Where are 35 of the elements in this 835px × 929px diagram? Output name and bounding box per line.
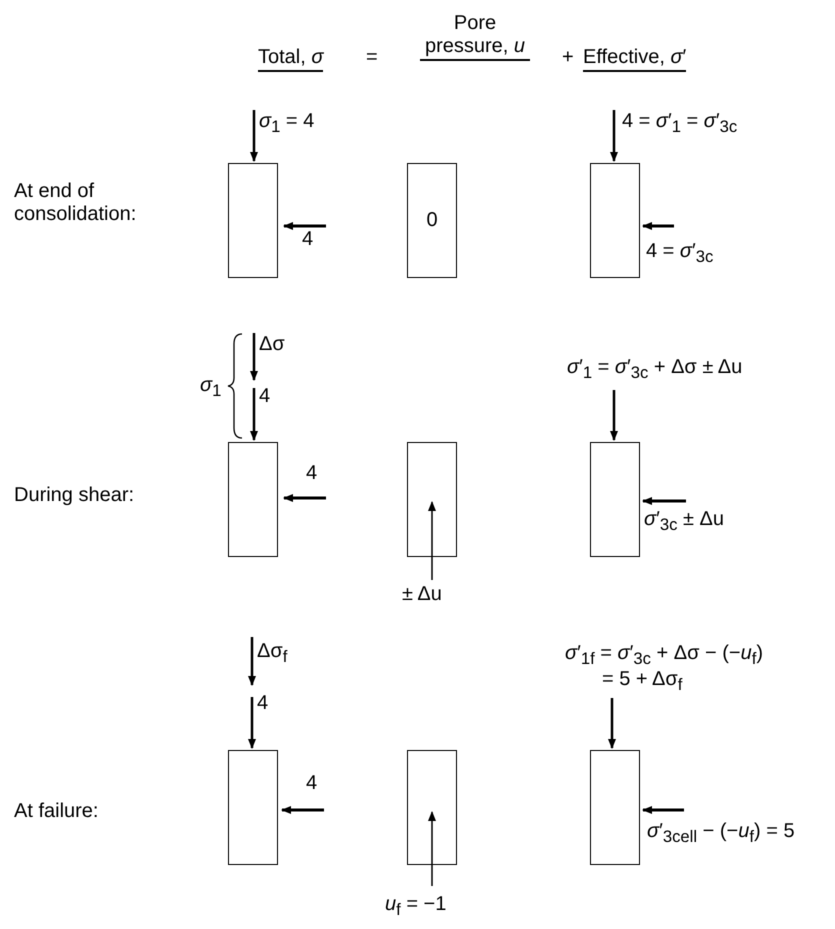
- force-label: σ′$_{3cell}$ − (−u$_{f}$) = 5: [647, 820, 795, 846]
- force-label: 4: [259, 385, 270, 408]
- row-label: At failure:: [14, 800, 98, 823]
- specimen-box: [228, 442, 278, 557]
- specimen-box: [228, 163, 278, 278]
- force-label: 4 = σ′$_{1}$ = σ′$_{3c}$: [622, 110, 738, 136]
- force-label: 4: [306, 772, 318, 795]
- force-label: σ$_{1}$ = 4: [259, 110, 314, 136]
- force-label: 4: [306, 462, 318, 485]
- force-label: σ′$_{3c}$ ± Δu: [644, 508, 724, 534]
- column-heading: Total, σ: [258, 46, 324, 72]
- specimen-box: [590, 442, 640, 557]
- pressure-label: ± Δu: [402, 583, 442, 606]
- force-label: Δσ: [259, 333, 285, 356]
- force-label: 4: [302, 228, 314, 251]
- plus-sign: +: [562, 46, 574, 69]
- row-label: At end of consolidation:: [14, 180, 138, 226]
- specimen-box: [590, 163, 640, 278]
- force-label: 4: [257, 692, 268, 715]
- specimen-box: 0: [407, 163, 457, 278]
- specimen-box: [407, 750, 457, 865]
- force-label: Δσ$_{f}$: [257, 640, 288, 666]
- specimen-box: [228, 750, 278, 865]
- column-heading: Effective, σ′: [583, 46, 686, 72]
- force-label: = 5 + Δσ$_{f}$: [602, 668, 682, 694]
- specimen-box: [590, 750, 640, 865]
- pressure-label: u$_{f}$ = −1: [385, 893, 446, 920]
- row-label: During shear:: [14, 484, 134, 507]
- force-label: σ′$_{1f}$ = σ′$_{3c}$ + Δσ − (−u$_{f}$): [565, 642, 763, 668]
- specimen-box: [407, 442, 457, 557]
- force-label: 4 = σ′$_{3c}$: [646, 240, 714, 266]
- force-label: σ′$_{1}$ = σ′$_{3c}$ + Δσ ± Δu: [567, 356, 742, 382]
- force-label: σ$_{1}$: [200, 374, 222, 400]
- equals-sign: =: [366, 46, 378, 69]
- column-heading: Pore pressure, u: [420, 12, 530, 61]
